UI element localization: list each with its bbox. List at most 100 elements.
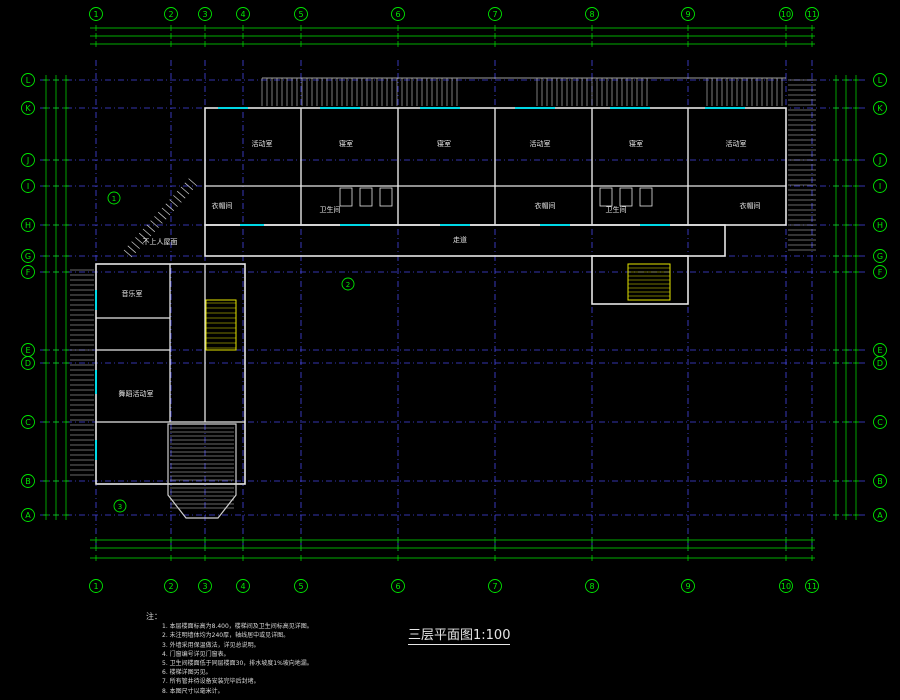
axis-bubble-right-L-circle xyxy=(873,73,887,87)
axis-bubble-left-F-label: F xyxy=(26,268,31,277)
axis-bubble-right-H-circle xyxy=(873,218,887,232)
ramp-step xyxy=(184,182,194,191)
axis-bubble-left-B-label: B xyxy=(25,477,31,486)
axis-bubble-bottom-2-circle xyxy=(164,579,178,593)
entrance-bay xyxy=(167,423,237,519)
axis-bubble-right-B-label: B xyxy=(877,477,883,486)
detail-callout-circle xyxy=(113,499,127,513)
west-stair xyxy=(205,299,237,351)
note-line: 4. 门窗编号详见门窗表。 xyxy=(162,650,230,658)
axis-bubble-top-7-label: 7 xyxy=(492,10,497,19)
dimension-lines xyxy=(43,25,859,561)
note-line: 7. 所有管井待设备安装完毕后封堵。 xyxy=(162,678,260,686)
room-label: 卫生间 xyxy=(320,205,341,214)
axis-bubble-left-I-label: I xyxy=(27,182,29,191)
ramp-step xyxy=(188,178,197,186)
axis-bubble-bottom-11-label: 11 xyxy=(807,582,817,591)
axis-bubble-left-H-circle xyxy=(21,218,35,232)
axis-bubble-left-C-label: C xyxy=(25,418,31,427)
room-label: 衣帽间 xyxy=(212,201,233,210)
axis-bubble-right-I-circle xyxy=(873,179,887,193)
axis-bubble-bottom-10-circle xyxy=(779,579,793,593)
axis-bubble-top-7-circle xyxy=(488,7,502,21)
axis-bubble-top-2-circle xyxy=(164,7,178,21)
axis-bubble-top-5-label: 5 xyxy=(298,10,303,19)
axis-bubble-top-6-circle xyxy=(391,7,405,21)
axis-bubble-left-L-label: L xyxy=(26,76,31,85)
axis-bubble-bottom-7-circle xyxy=(488,579,502,593)
ramp-step xyxy=(165,203,175,212)
toilet-fixture xyxy=(339,187,353,207)
axis-bubble-left-D-label: D xyxy=(25,359,31,368)
room-label: 不上人屋面 xyxy=(143,237,178,246)
axis-bubble-top-5-circle xyxy=(294,7,308,21)
axis-bubble-left-G-circle xyxy=(21,249,35,263)
room-label: 寝室 xyxy=(437,139,451,148)
axis-bubble-top-3-circle xyxy=(198,7,212,21)
axis-bubble-bottom-8-circle xyxy=(585,579,599,593)
detail-callout-circle xyxy=(341,277,355,291)
axis-bubble-top-1-label: 1 xyxy=(93,10,98,19)
axis-bubble-bottom-7-label: 7 xyxy=(492,582,497,591)
axis-bubble-top-9-circle xyxy=(681,7,695,21)
ramp-step xyxy=(154,216,163,224)
axis-bubble-right-G-circle xyxy=(873,249,887,263)
room-label: 舞蹈活动室 xyxy=(119,389,154,398)
note-line: 6. 楼梯详图另见。 xyxy=(162,669,212,677)
axis-bubble-right-E-label: E xyxy=(877,346,882,355)
axis-bubble-left-J-circle xyxy=(21,153,35,167)
east-stair xyxy=(627,263,671,301)
axis-bubble-bottom-3-label: 3 xyxy=(202,582,207,591)
axis-bubble-left-D-circle xyxy=(21,356,35,370)
axis-bubble-bottom-4-circle xyxy=(236,579,250,593)
ramp-step xyxy=(146,224,156,233)
room-label: 寝室 xyxy=(629,139,643,148)
ramp-step xyxy=(169,199,178,207)
axis-bubble-top-3-label: 3 xyxy=(202,10,207,19)
axis-bubble-right-F-label: F xyxy=(878,268,883,277)
room-label: 卫生间 xyxy=(606,205,627,214)
axis-bubble-left-H-label: H xyxy=(25,221,31,230)
note-line: 3. 外墙采用保温做法，详见总说明。 xyxy=(162,641,260,649)
ramp-step xyxy=(135,237,144,245)
room-labels: 活动室寝室寝室活动室寝室活动室衣帽间卫生间衣帽间卫生间衣帽间走道不上人屋面音乐室… xyxy=(119,139,761,398)
axis-bubble-top-11-circle xyxy=(805,7,819,21)
detail-callouts: 123 xyxy=(107,191,355,513)
axis-bubble-right-I-label: I xyxy=(879,182,881,191)
toilet-fixture xyxy=(599,187,613,207)
plan-title: 三层平面图1:100 xyxy=(408,624,511,645)
toilet-fixture xyxy=(379,187,393,207)
notes-heading: 注： xyxy=(146,612,162,621)
axis-bubble-right-B-circle xyxy=(873,474,887,488)
axis-bubble-right-J-circle xyxy=(873,153,887,167)
ramp-step xyxy=(176,190,186,199)
axis-bubble-top-4-label: 4 xyxy=(240,10,245,19)
axis-bubble-left-B-circle xyxy=(21,474,35,488)
ramp-step xyxy=(180,186,190,195)
axis-bubble-right-C-label: C xyxy=(877,418,883,427)
axis-bubble-left-C-circle xyxy=(21,415,35,429)
axis-bubble-bottom-5-label: 5 xyxy=(298,582,303,591)
ramp-step xyxy=(138,232,148,241)
axis-bubble-bottom-9-label: 9 xyxy=(685,582,690,591)
room-label: 活动室 xyxy=(252,139,273,148)
axis-bubble-left-J-label: J xyxy=(26,156,29,165)
axis-bubble-left-G-label: G xyxy=(25,252,31,261)
axis-bubble-right-H-label: H xyxy=(877,221,883,230)
east-stair-outline xyxy=(591,255,689,305)
axis-bubble-bottom-3-circle xyxy=(198,579,212,593)
detail-callout-circle xyxy=(107,191,121,205)
axis-bubble-right-A-label: A xyxy=(877,511,883,520)
axis-bubble-top-10-circle xyxy=(779,7,793,21)
axis-bubble-top-10-label: 10 xyxy=(781,10,791,19)
ramp-step xyxy=(127,245,137,254)
ramp-step xyxy=(173,195,182,203)
axis-bubble-bottom-5-circle xyxy=(294,579,308,593)
ramp-step xyxy=(123,249,133,258)
axis-bubble-top-4-circle xyxy=(236,7,250,21)
axis-bubble-right-K-label: K xyxy=(877,104,883,113)
axis-bubble-left-A-circle xyxy=(21,508,35,522)
axis-bubble-left-F-circle xyxy=(21,265,35,279)
